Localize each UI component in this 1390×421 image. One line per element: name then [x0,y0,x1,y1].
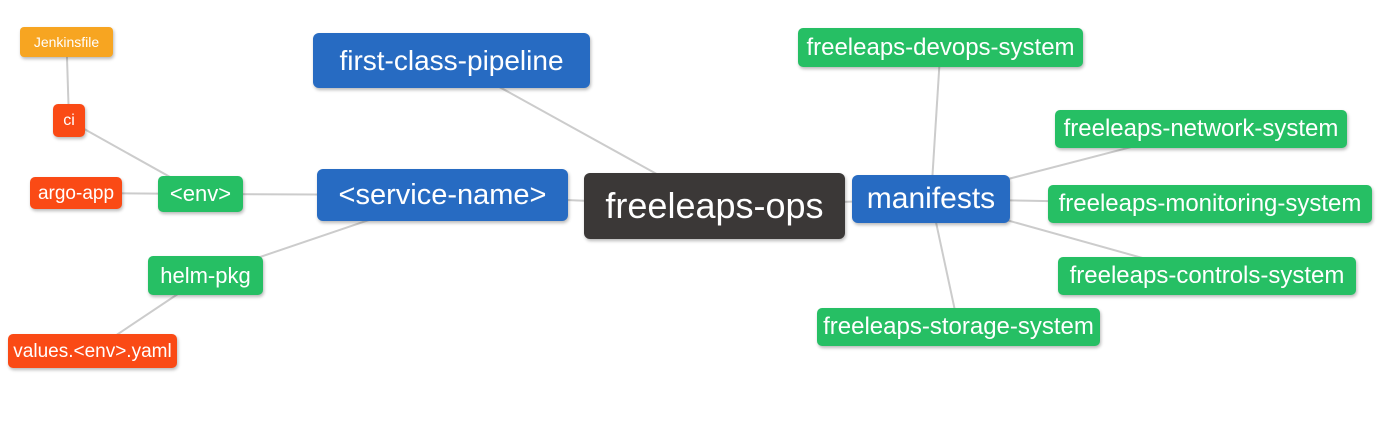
node-argo-app[interactable]: argo-app [30,177,122,209]
node-helm-pkg[interactable]: helm-pkg [148,256,263,295]
node-manifests[interactable]: manifests [852,175,1010,223]
node-monitoring-system[interactable]: freeleaps-monitoring-system [1048,185,1372,223]
node-first-class-pipeline[interactable]: first-class-pipeline [313,33,590,88]
node-devops-system[interactable]: freeleaps-devops-system [798,28,1083,67]
node-service-name[interactable]: <service-name> [317,169,568,221]
node-ci[interactable]: ci [53,104,85,137]
node-values-env-yaml[interactable]: values.<env>.yaml [8,334,177,368]
node-env[interactable]: <env> [158,176,243,212]
node-freeleaps-ops[interactable]: freeleaps-ops [584,173,845,239]
node-jenkinsfile[interactable]: Jenkinsfile [20,27,113,57]
edge-manifests--devops-system [930,47,942,200]
node-controls-system[interactable]: freeleaps-controls-system [1058,257,1356,295]
node-storage-system[interactable]: freeleaps-storage-system [817,308,1100,346]
node-network-system[interactable]: freeleaps-network-system [1055,110,1347,148]
